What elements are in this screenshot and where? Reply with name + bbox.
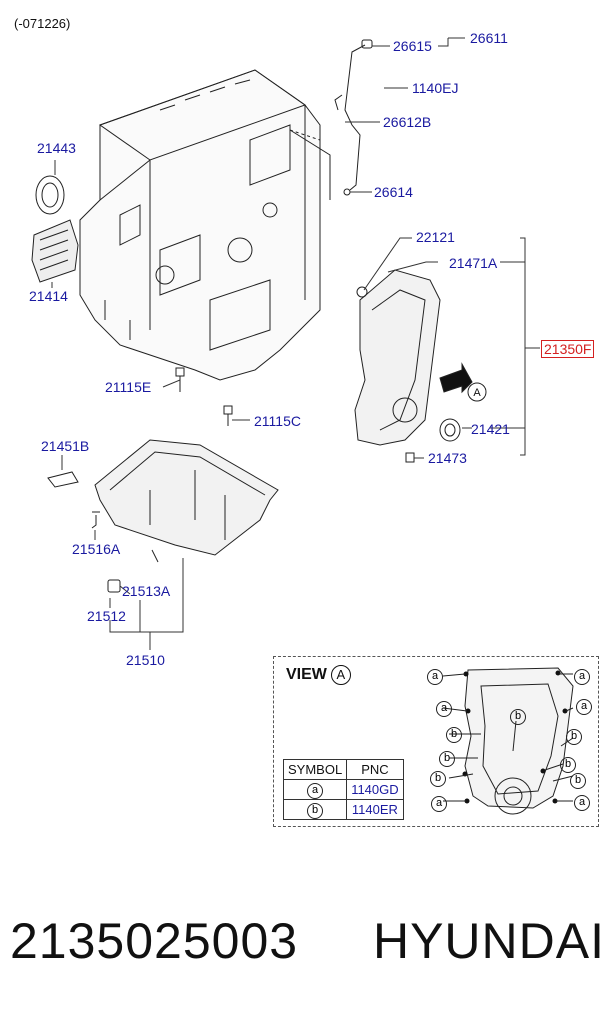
table-header-pnc: PNC <box>346 759 404 780</box>
cover-bolt <box>405 452 415 463</box>
table-row: b 1140ER <box>282 799 404 820</box>
part-label-26611[interactable]: 26611 <box>470 30 508 46</box>
part-label-21350f-highlighted[interactable]: 21350F <box>541 340 595 358</box>
table-header-symbol: SYMBOL <box>282 759 348 780</box>
callout-b: b <box>560 757 576 773</box>
callout-b: b <box>570 773 586 789</box>
part-label-22121[interactable]: 22121 <box>416 229 455 245</box>
footer-part-number: 2135025003 <box>10 913 299 969</box>
engine-block <box>79 69 331 381</box>
oil-seal <box>35 175 65 215</box>
part-label-21451b[interactable]: 21451B <box>41 438 90 454</box>
callout-a: a <box>574 669 590 685</box>
part-label-21414[interactable]: 21414 <box>29 288 68 304</box>
date-range: (-071226) <box>14 16 71 31</box>
part-label-26615[interactable]: 26615 <box>393 38 432 54</box>
part-label-21513a[interactable]: 21513A <box>122 583 171 599</box>
oil-pan <box>47 439 279 593</box>
callout-a: a <box>576 699 592 715</box>
callout-b: b <box>439 751 455 767</box>
callout-a: a <box>574 795 590 811</box>
callout-b: b <box>510 709 526 725</box>
symbol-a: a <box>307 782 324 799</box>
front-seal <box>439 418 461 442</box>
callout-a: a <box>431 796 447 812</box>
part-label-21510[interactable]: 21510 <box>126 652 165 668</box>
callout-a: a <box>427 669 443 685</box>
parts-diagram: A <box>31 37 574 815</box>
part-label-21115e[interactable]: 21115E <box>105 379 152 395</box>
symbol-table: SYMBOL PNC a 1140GD b 1140ER <box>282 759 404 820</box>
view-arrow-letter: A <box>473 387 481 399</box>
part-label-21421[interactable]: 21421 <box>471 421 510 437</box>
part-label-21443[interactable]: 21443 <box>37 140 76 156</box>
footer-brand: HYUNDAI <box>372 913 605 969</box>
callout-b: b <box>446 727 462 743</box>
part-label-26614[interactable]: 26614 <box>374 184 413 200</box>
callout-b: b <box>430 771 446 787</box>
rear-cover <box>31 219 79 283</box>
part-label-21516a[interactable]: 21516A <box>72 541 121 557</box>
footer: 2135025003 HYUNDAI <box>10 912 605 970</box>
dipstick <box>334 39 373 196</box>
bolts <box>175 367 233 426</box>
part-label-26612b[interactable]: 26612B <box>383 114 432 130</box>
leader-lines <box>51 37 540 650</box>
part-label-21512[interactable]: 21512 <box>87 608 126 624</box>
part-label-21115c[interactable]: 21115C <box>254 413 301 429</box>
callout-a: a <box>436 701 452 717</box>
view-title-text: VIEW <box>286 666 327 683</box>
part-label-1140ej[interactable]: 1140EJ <box>412 80 459 96</box>
view-arrow-marker <box>467 382 487 402</box>
view-arrow <box>439 362 473 394</box>
symbol-b: b <box>307 802 324 819</box>
table-row: a 1140GD <box>282 779 404 800</box>
callout-b: b <box>566 729 582 745</box>
pnc-1140gd[interactable]: 1140GD <box>346 779 404 800</box>
part-label-21471a[interactable]: 21471A <box>449 255 498 271</box>
timing-cover <box>354 269 441 446</box>
pnc-1140er[interactable]: 1140ER <box>346 799 404 820</box>
view-title-marker: A <box>330 665 351 685</box>
part-label-21473[interactable]: 21473 <box>428 450 467 466</box>
